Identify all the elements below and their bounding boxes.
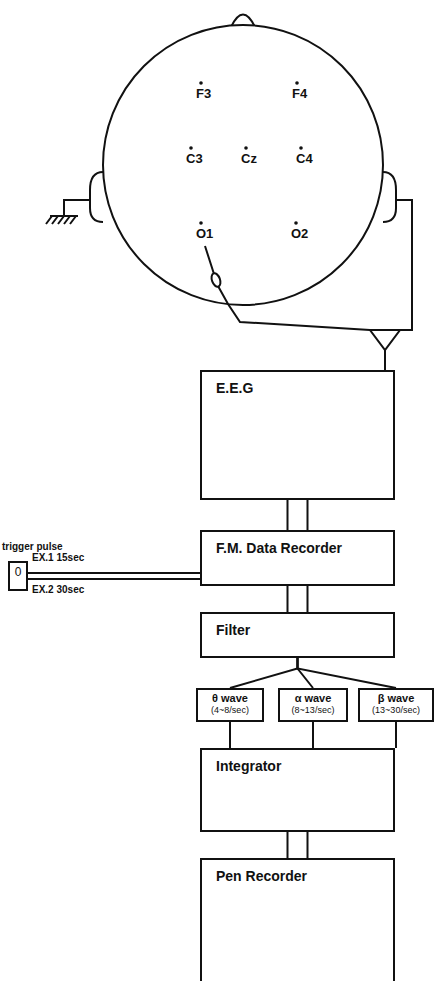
electrode-lead [205,246,370,330]
note-label: EX.1 15sec [32,552,84,563]
box-label: Integrator [216,758,379,774]
process-box: Pen Recorder [200,858,395,981]
box-label: θ wave [201,692,259,705]
signal-connector [229,722,231,748]
electrode [210,272,222,288]
signal-connector [312,722,314,748]
box-label: E.E.G [216,380,379,396]
electrode-label: F4 [292,87,307,101]
head-outline [103,25,383,305]
signal-connector [28,573,200,579]
note-label: EX.2 30sec [32,584,84,595]
filter-band-box: θ wave(4~8/sec) [196,688,264,722]
filter-band-box: β wave(13~30/sec) [358,688,434,722]
signal-connector [288,832,308,858]
box-label: Pen Recorder [216,868,379,884]
signal-connector [230,658,298,688]
filter-band-box: α wave(8~13/sec) [278,688,348,722]
electrode-dots [189,81,303,225]
process-box: E.E.G [200,370,395,500]
process-box: 0 [8,561,28,591]
box-label: (13~30/sec) [363,705,429,715]
process-box: Filter [200,612,395,658]
box-label: (8~13/sec) [283,705,343,715]
electrode-label: C4 [296,152,313,166]
signal-connector [288,586,308,612]
process-box: Integrator [200,748,395,832]
process-box: F.M. Data Recorder [200,530,395,586]
note-label: trigger pulse [2,541,63,552]
amplifier-wire [384,350,386,370]
box-label: α wave [283,692,343,705]
electrode-label: O1 [196,227,213,241]
right-ear [383,172,396,222]
reference-wire [396,200,412,330]
signal-connector [288,500,308,530]
box-label: (4~8/sec) [201,705,259,715]
electrode-label: F3 [196,87,211,101]
box-label: Filter [216,622,379,638]
electrode-label: C3 [186,152,203,166]
electrode-label: Cz [241,152,257,166]
left-ear [90,172,103,222]
amplifier-symbol [370,330,400,350]
box-label: β wave [363,692,429,705]
electrode-label: O2 [291,227,308,241]
box-label: F.M. Data Recorder [216,540,379,556]
signal-connector [298,658,397,688]
signal-connector [395,722,397,748]
box-label: 0 [12,566,24,580]
ground-symbol [46,200,90,224]
signal-connector [298,658,314,688]
